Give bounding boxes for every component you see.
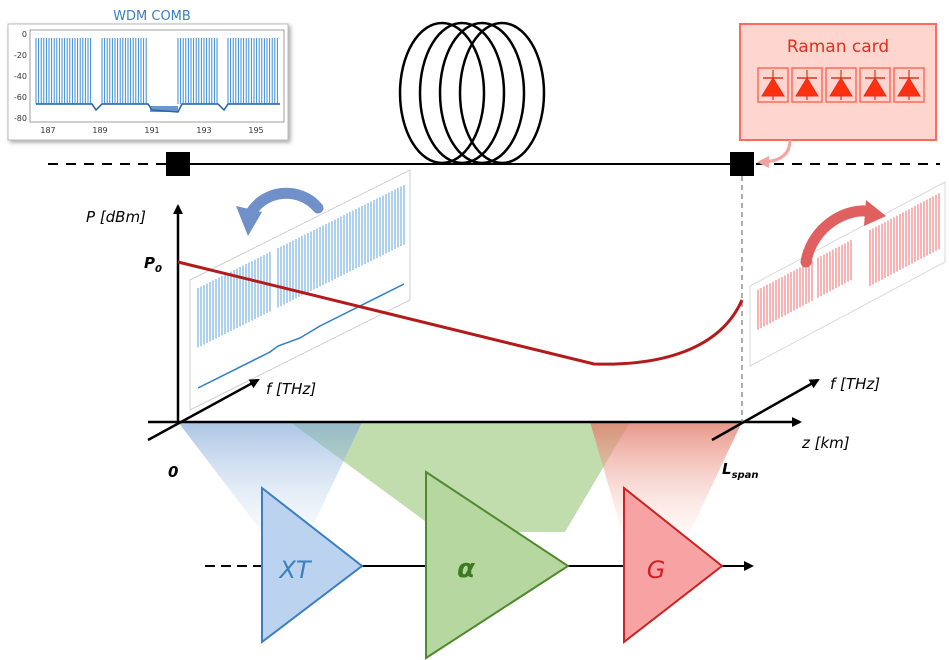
origin-label: 0: [168, 463, 178, 481]
inset-x-tick: 187: [40, 126, 55, 135]
xt-block-label: XT: [277, 556, 312, 584]
inset-x-tick: 191: [144, 126, 159, 135]
inset-y-tick: -60: [14, 93, 27, 102]
inset-spectrum-trace: [35, 38, 280, 113]
fiber-connector-left: [166, 152, 190, 176]
raman-pump-diode-icon: [825, 67, 857, 103]
raman-card: Raman card: [739, 23, 937, 141]
g-cone: [590, 422, 742, 532]
freq-axis-label-left: f [THz]: [266, 380, 316, 398]
power-axis-label: P [dBm]: [86, 208, 146, 226]
raman-pump-diode-icon: [893, 67, 925, 103]
inset-x-tick: 189: [92, 126, 107, 135]
wdm-comb-inset: WDM COMB 0 -20 -40 -60 -80 187 189 191 193 195: [7, 9, 289, 141]
xt-block: [261, 485, 364, 645]
power-evolution-curve: [177, 260, 744, 366]
input-spectrum-panel: [189, 169, 411, 411]
fiber-connector-right: [730, 152, 754, 176]
alpha-block-label: α: [457, 554, 475, 584]
output-spectrum-panel: [749, 181, 946, 367]
output-spectrum-curved-arrow: [800, 205, 878, 268]
raman-pump-arrow: [757, 139, 792, 168]
raman-pump-diode-icon: [859, 67, 891, 103]
p0-label: P0: [144, 254, 162, 275]
inset-x-tick: 195: [248, 126, 263, 135]
freq-axis-label-right: f [THz]: [830, 375, 880, 393]
inset-y-tick: -40: [14, 72, 27, 81]
inset-x-tick: 193: [196, 126, 211, 135]
inset-y-tick: -20: [14, 51, 27, 60]
inset-y-tick: 0: [22, 30, 27, 39]
alpha-block: [425, 470, 570, 660]
g-block-label: G: [647, 556, 666, 584]
xt-cone: [178, 422, 362, 532]
inset-title: WDM COMB: [113, 9, 191, 24]
input-spectrum-curved-arrow: [242, 187, 324, 224]
inset-y-tick: -80: [14, 114, 27, 123]
alpha-cone: [290, 422, 630, 532]
g-block: [623, 485, 724, 645]
raman-pump-diode-icon: [791, 67, 823, 103]
raman-card-label: Raman card: [787, 37, 889, 57]
raman-pump-diode-icon: [757, 67, 789, 103]
freq-axis-left: [147, 378, 260, 442]
lspan-label: Lspan: [722, 460, 759, 481]
fiber-spool-icon: [398, 21, 546, 165]
z-axis-label: z [km]: [801, 434, 850, 452]
freq-axis-right: [711, 378, 820, 442]
